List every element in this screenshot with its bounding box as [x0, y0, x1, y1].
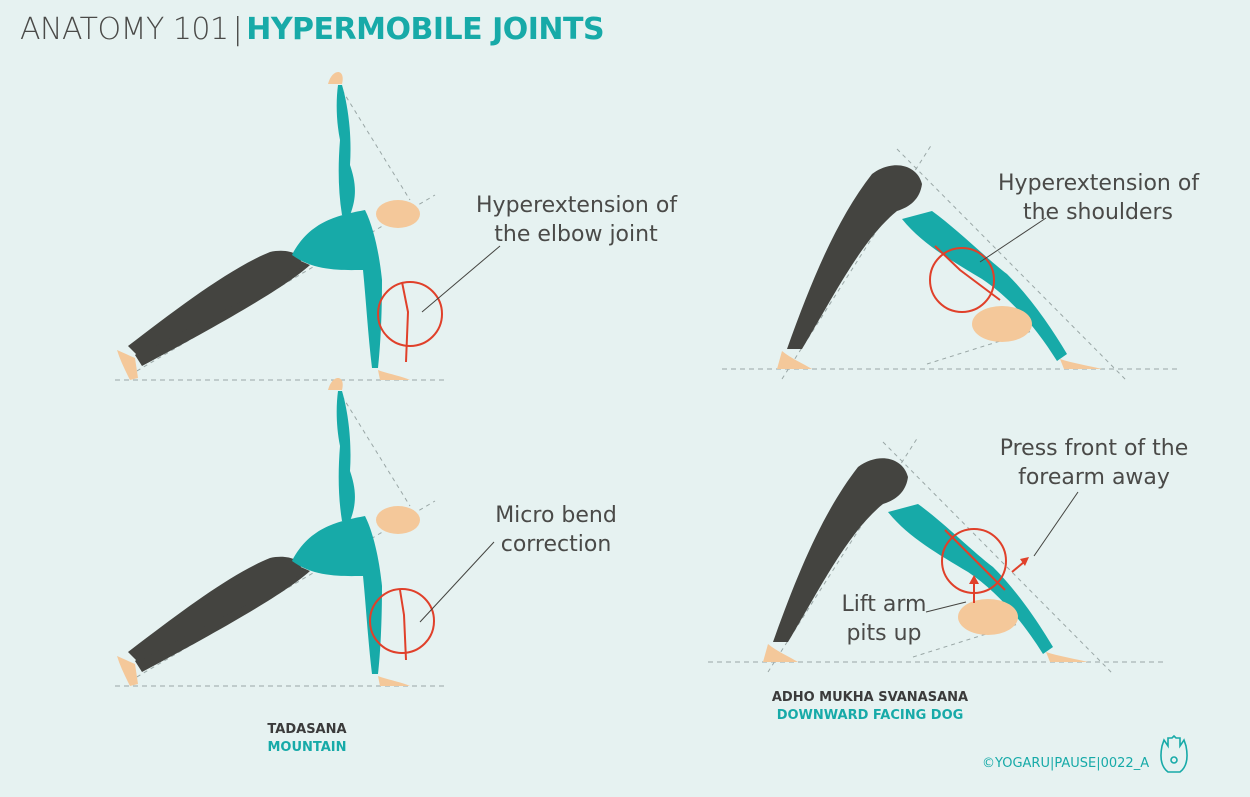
hamsa-hand-icon [1160, 734, 1188, 773]
pose-english-name: MOUNTAIN [267, 740, 347, 755]
shoulder-hyperextension-label: Hyperextension of the shoulders [998, 171, 1200, 225]
shoulder-correction-line [944, 529, 1006, 591]
press-arrowhead-icon [1020, 557, 1029, 566]
press-arrow [1011, 561, 1025, 573]
credit-text: ©YOGARU|PAUSE|0022_A [982, 756, 1150, 771]
elbow-leader-line [421, 245, 501, 313]
side-plank-figure-hyperextended [114, 71, 446, 381]
pose-sanskrit-name: ADHO MUKHA SVANASANA [771, 690, 969, 705]
shoulder-leader-line [979, 217, 1047, 263]
micro-bend-label: Micro bend correction [495, 503, 617, 557]
micro-bend-leader-line [419, 541, 495, 623]
pose-caption-adho-mukha-svanasana: ADHO MUKHA SVANASANA DOWNWARD FACING DOG [760, 689, 980, 725]
pose-sanskrit-name: TADASANA [267, 722, 347, 737]
side-plank-figure-corrected [114, 377, 446, 687]
elbow-correction-line [399, 589, 407, 661]
elbow-focus-circle [377, 281, 443, 347]
elbow-correction-circle [369, 588, 435, 654]
title-main: ANATOMY 101 [20, 12, 229, 47]
press-forearm-label: Press front of the forearm away [999, 436, 1189, 490]
shoulder-focus-circle [929, 247, 995, 313]
armpit-leader-line [925, 601, 967, 613]
pose-english-name: DOWNWARD FACING DOG [776, 708, 964, 723]
title-separator: | [232, 12, 243, 47]
title-accent: HYPERMOBILE JOINTS [246, 12, 605, 47]
elbow-hyperextension-label: Hyperextension of the elbow joint [476, 193, 678, 247]
pose-caption-tadasana: TADASANA MOUNTAIN [207, 721, 407, 757]
elbow-alignment-line [401, 281, 410, 363]
forearm-leader-line [1033, 491, 1079, 557]
lift-arrowhead-icon [969, 575, 979, 584]
lift-armpits-label: Lift arm pits up [841, 592, 927, 646]
page-title: ANATOMY 101|HYPERMOBILE JOINTS [20, 12, 605, 47]
